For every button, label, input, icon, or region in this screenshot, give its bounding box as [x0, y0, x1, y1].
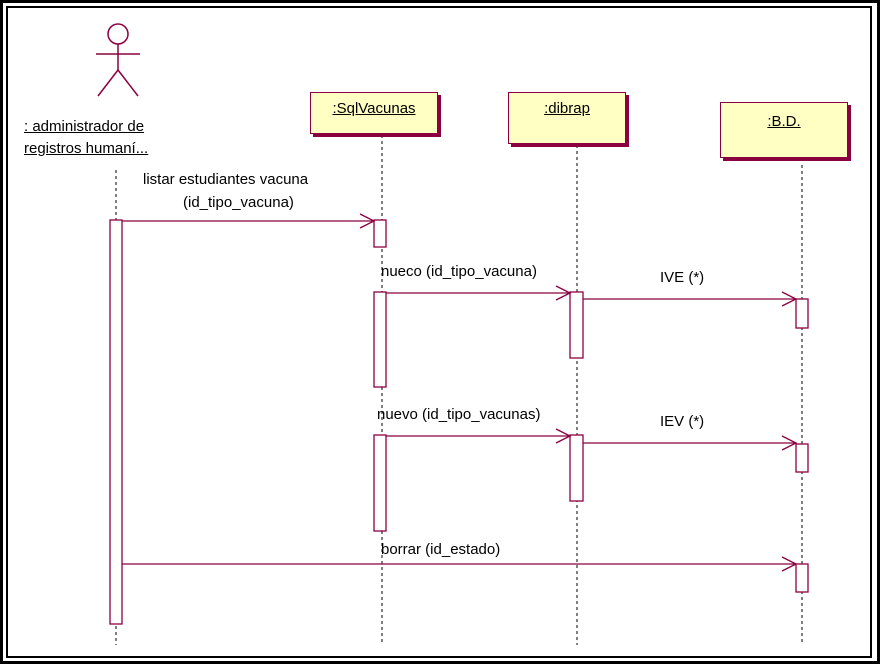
message-m4-label: nuevo (id_tipo_vacunas) — [377, 406, 541, 423]
message-m1-label-line2: (id_tipo_vacuna) — [183, 194, 294, 211]
activation-sqlvacunas-3 — [373, 434, 387, 532]
arrow-m6 — [122, 556, 798, 572]
activation-actor — [109, 219, 123, 625]
diagram-inner-frame — [6, 6, 872, 658]
message-m3-label: IVE (*) — [660, 269, 705, 286]
activation-dibrap-1 — [569, 291, 584, 359]
actor-label-line1: : administrador de — [24, 118, 145, 135]
actor-figure — [96, 23, 140, 97]
actor-label-line2: registros humaní... — [24, 140, 149, 157]
arrow-m5 — [583, 435, 798, 451]
arrow-m2 — [386, 285, 572, 301]
arrow-m1 — [122, 213, 376, 229]
object-bd-label: :B.D. — [767, 113, 801, 130]
message-m2-label: nueco (id_tipo_vacuna) — [381, 263, 537, 280]
message-m1-label-line1: listar estudiantes vacuna — [143, 171, 309, 188]
object-dibrap-label: :dibrap — [544, 100, 590, 117]
activation-dibrap-2 — [569, 434, 584, 502]
activation-sqlvacunas-1 — [373, 219, 387, 248]
object-dibrap: :dibrap — [508, 92, 626, 144]
arrow-m3 — [583, 291, 798, 307]
message-m6-label: borrar (id_estado) — [381, 541, 501, 558]
activation-sqlvacunas-2 — [373, 291, 387, 388]
object-bd: :B.D. — [720, 102, 848, 158]
activation-bd-1 — [795, 298, 809, 329]
object-sqlvacunas: :SqlVacunas — [310, 92, 438, 134]
message-m5-label: IEV (*) — [660, 413, 705, 430]
object-sqlvacunas-label: :SqlVacunas — [332, 100, 416, 117]
arrow-m4 — [386, 428, 572, 444]
activation-bd-2 — [795, 443, 809, 473]
activation-bd-3 — [795, 563, 809, 593]
